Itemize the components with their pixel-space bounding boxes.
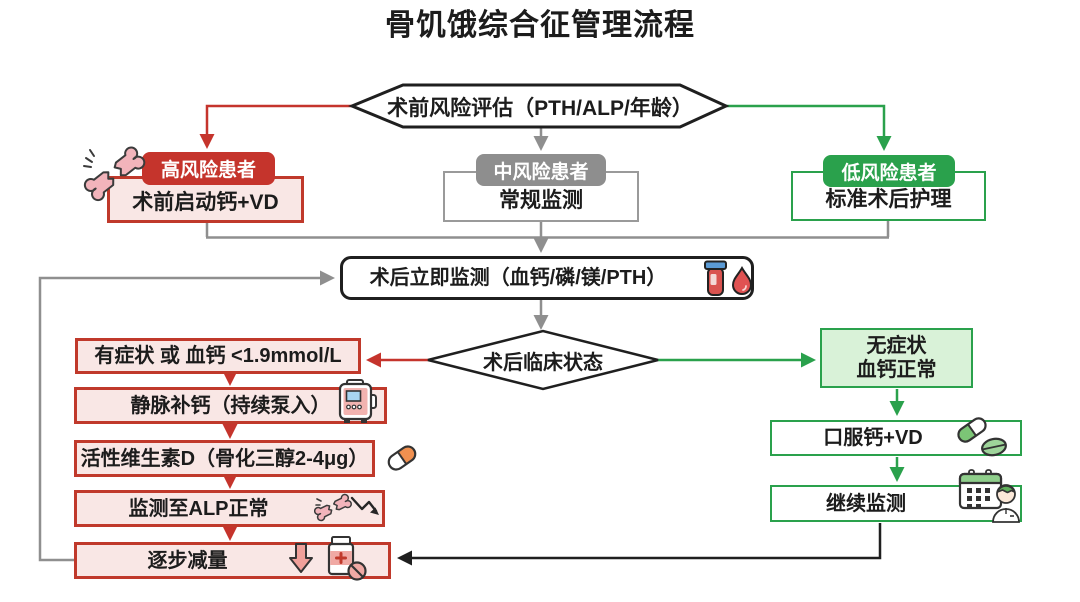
decision-diamond [427,329,659,391]
node-preop-assessment: 术前风险评估（PTH/ALP/年龄） [387,96,693,120]
pill-bottle-icon [320,534,368,587]
node-symptomatic-condition: 有症状 或 血钙 <1.9mmol/L [75,338,361,374]
down-arrow-icon [288,541,314,582]
badge-low-risk: 低风险患者 [823,155,955,187]
bone-decline-icon [313,491,382,532]
node-active-vitd: 活性维生素D（骨化三醇2-4μg） [74,440,375,477]
decision-postop-status: 术后临床状态 [483,351,603,374]
node-asymptomatic-condition: 无症状 血钙正常 [820,328,973,388]
tablet-icon [981,437,1007,457]
green-capsule-icon [948,414,1014,465]
node-continue-monitoring: 继续监测 [770,485,1022,522]
node-postop-monitoring: 术后立即监测（血钙/磷/镁/PTH） [340,256,754,300]
asymptomatic-line1: 无症状 [866,335,927,357]
badge-high-risk: 高风险患者 [142,152,275,185]
node-monitor-alp: 监测至ALP正常 [74,490,385,527]
assessment-hexagon [348,83,730,129]
page-title: 骨饥饿综合征管理流程 [385,9,695,42]
asymptomatic-line2: 血钙正常 [856,359,937,381]
broken-bone-icon [80,144,146,213]
blood-tube-icon [700,259,756,304]
node-iv-calcium: 静脉补钙（持续泵入） [74,387,387,424]
badge-medium-risk: 中风险患者 [476,154,606,186]
calendar-icon [956,468,1020,531]
doctor-icon [992,484,1020,523]
blood-drop-icon [731,265,753,295]
infusion-pump-icon [336,378,380,431]
capsule-icon [381,437,423,484]
